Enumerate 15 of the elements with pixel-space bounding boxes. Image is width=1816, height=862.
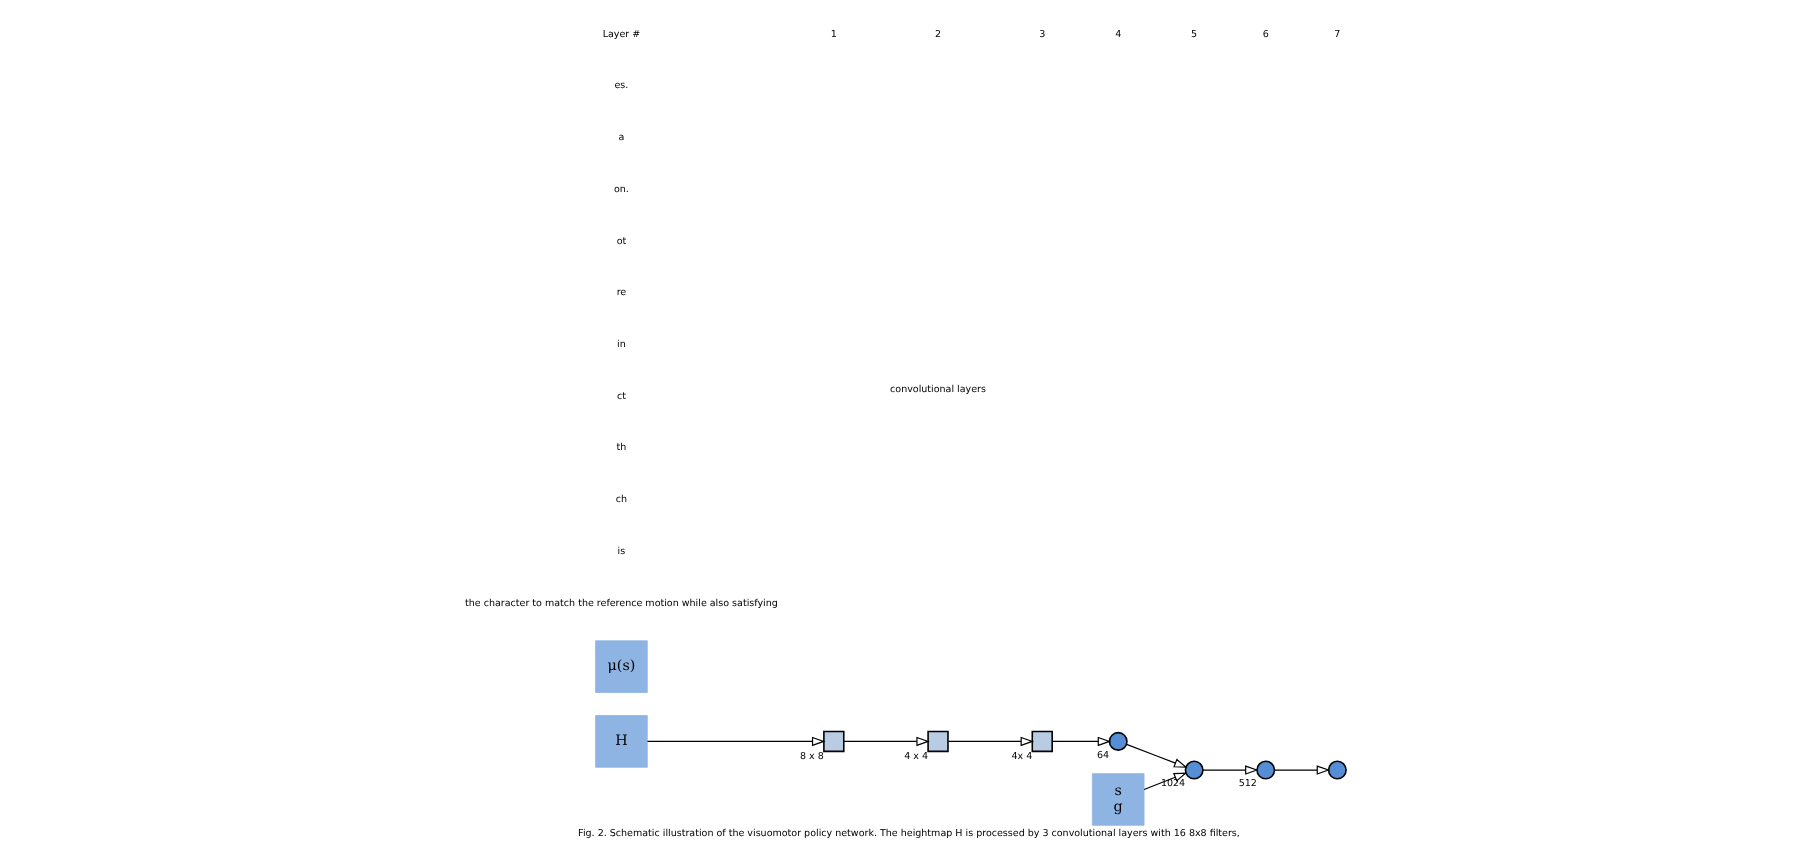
node-circle	[1183, 760, 1203, 780]
node-box	[1030, 730, 1052, 753]
arrow	[1272, 765, 1330, 775]
node-box	[822, 730, 844, 753]
arrow	[645, 736, 825, 747]
arrow	[842, 736, 929, 747]
node-circle	[1255, 760, 1275, 780]
arrow	[1050, 736, 1111, 747]
node-box	[926, 730, 948, 753]
arrow	[1142, 772, 1187, 791]
node-circle	[1326, 760, 1346, 780]
arrow	[1125, 743, 1187, 768]
node-circle	[1107, 731, 1127, 751]
arrow	[946, 736, 1034, 747]
arrow	[1201, 765, 1258, 775]
